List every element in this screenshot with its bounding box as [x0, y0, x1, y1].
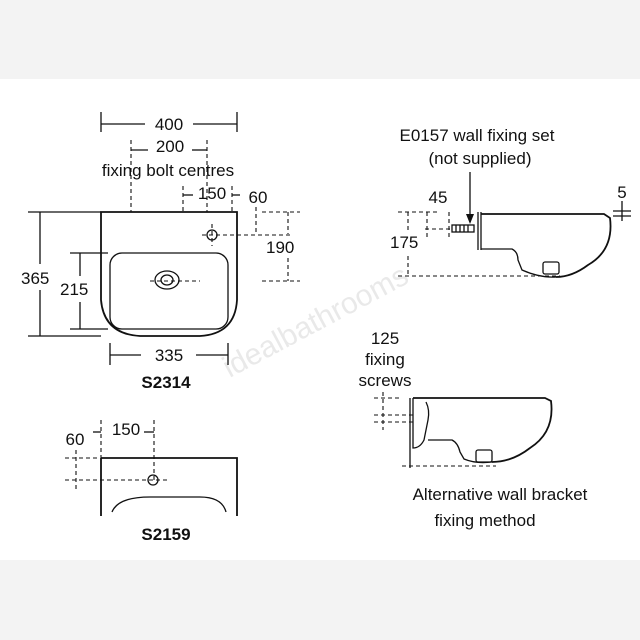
dim-200: 200 fixing bolt centres	[102, 137, 234, 212]
alt-labels: 125 fixing screws	[359, 329, 412, 390]
alt-caption: Alternative wall bracket fixing method	[413, 485, 588, 530]
dim-365-label: 365	[21, 269, 49, 288]
model-s2159: S2159	[141, 525, 190, 544]
small-dim-60-label: 60	[66, 430, 85, 449]
dim-335: 335	[109, 343, 229, 365]
centres-caption: fixing bolt centres	[102, 161, 234, 180]
small-tap-hole	[147, 474, 159, 486]
dim-150-60: 150 60	[182, 184, 268, 235]
fixing-bolt	[451, 224, 475, 233]
dim-175-label: 175	[390, 233, 418, 252]
side-view-basin	[451, 212, 612, 278]
alt-caption-line1: Alternative wall bracket	[413, 485, 588, 504]
small-dim-150-label: 150	[112, 420, 140, 439]
dim-335-label: 335	[155, 346, 183, 365]
bottom-band	[0, 560, 640, 640]
not-supplied-label: (not supplied)	[428, 149, 531, 168]
dim-45-label: 45	[429, 188, 448, 207]
alt-view-basin	[374, 392, 553, 468]
dim-200-label: 200	[156, 137, 184, 156]
dim-190: 190	[262, 211, 300, 282]
dim-60-label: 60	[249, 188, 268, 207]
dim-400-label: 400	[155, 115, 183, 134]
model-s2314: S2314	[141, 373, 191, 392]
dim-5-label: 5	[617, 183, 626, 202]
basin-outline	[100, 211, 238, 337]
fixing-label: fixing	[365, 350, 405, 369]
alt-caption-line2: fixing method	[434, 511, 535, 530]
dim-190-label: 190	[266, 238, 294, 257]
front-view-basin	[100, 211, 290, 337]
bowl-outline	[109, 252, 229, 330]
side-dims: 45 5 175	[390, 183, 631, 277]
dim-365: 365	[21, 211, 101, 337]
waste-outlet	[154, 270, 180, 290]
top-band	[0, 0, 640, 79]
dim-400: 400	[100, 112, 238, 134]
alt-basin-outline	[413, 397, 553, 463]
fixing-set-label: E0157 wall fixing set	[400, 126, 555, 145]
dim-125-label: 125	[371, 329, 399, 348]
side-basin-outline	[481, 213, 612, 278]
side-view-header: E0157 wall fixing set (not supplied)	[400, 126, 555, 224]
screws-label: screws	[359, 371, 412, 390]
dim-215: 215	[60, 252, 108, 330]
dim-150-label: 150	[198, 184, 226, 203]
dim-215-label: 215	[60, 280, 88, 299]
small-basin-outline	[101, 457, 238, 516]
small-view: 60 150 S2159	[65, 420, 238, 544]
